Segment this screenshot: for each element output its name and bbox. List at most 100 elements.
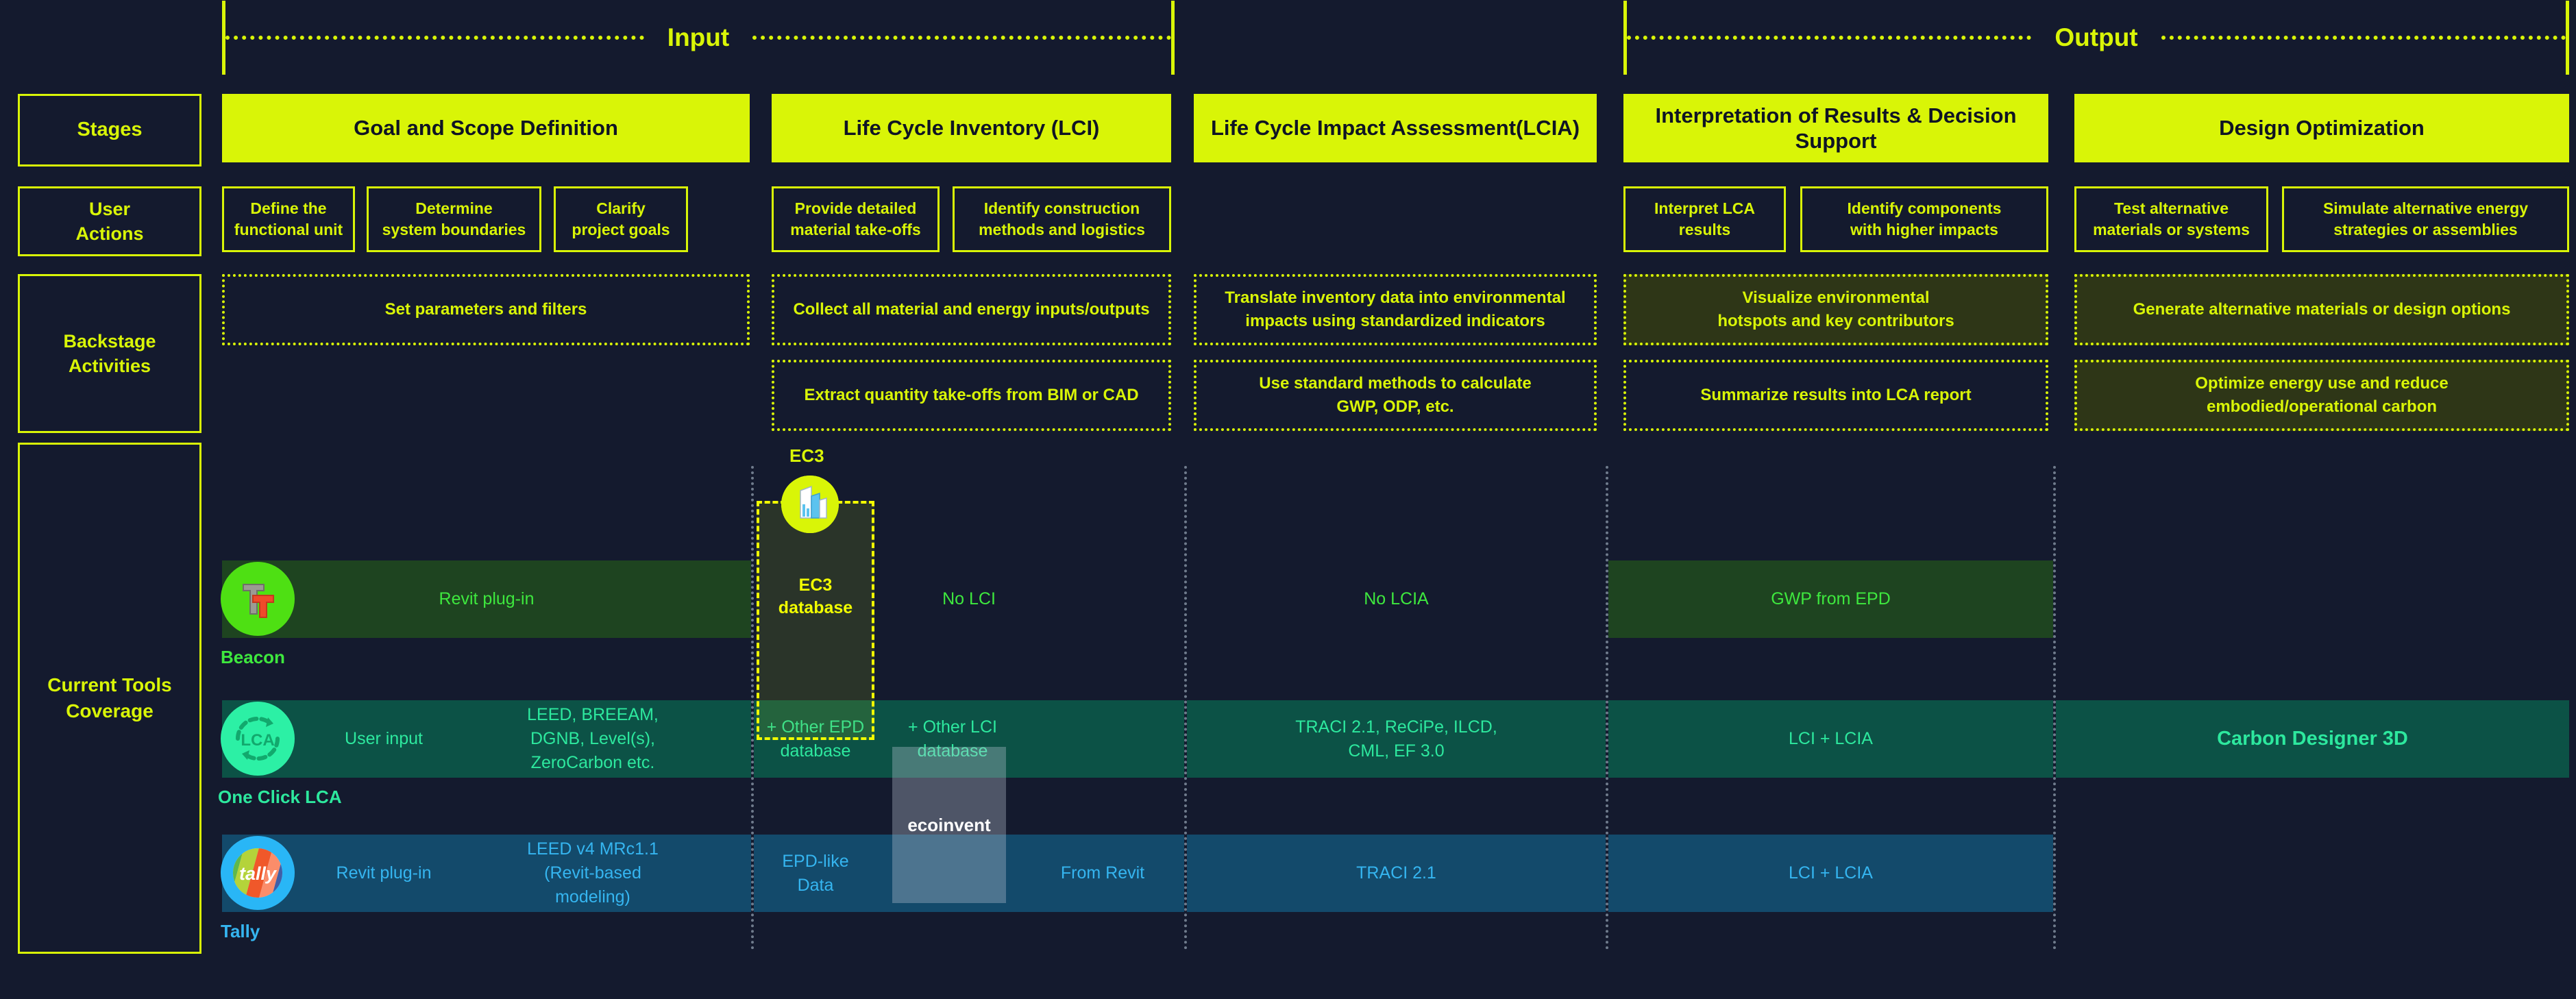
- oneclick-lca-logo[interactable]: LCA: [221, 702, 295, 776]
- row-label-stages: Stages: [18, 94, 201, 166]
- beacon-cell-goal-text: Revit plug-in: [439, 589, 535, 608]
- user-action-interpret-lca-results[interactable]: Interpret LCA results: [1623, 186, 1786, 252]
- backstage-optimize-energy-use[interactable]: Optimize energy use and reduce embodied/…: [2074, 360, 2569, 431]
- ec3-database-line1: EC3: [798, 576, 833, 595]
- backstage-collect-material-energy-inputs[interactable]: Collect all material and energy inputs/o…: [772, 274, 1171, 345]
- beacon-band-lci: No LCI: [754, 560, 1184, 638]
- tally-swatch-icon: tally: [229, 844, 286, 902]
- input-label: Input: [667, 23, 730, 51]
- user-action-line2: material take-offs: [790, 221, 921, 238]
- tally-tool-name: Tally: [221, 921, 260, 942]
- backstage-translate-inventory-data[interactable]: Translate inventory data into environmen…: [1194, 274, 1597, 345]
- oneclick-cell-user-input[interactable]: User input: [295, 700, 473, 778]
- backstage-line2: hotspots and key contributors: [1717, 312, 1954, 330]
- user-action-line1: Identify construction: [983, 199, 1140, 218]
- output-label: Output: [2054, 23, 2138, 51]
- tally-tool-name-text: Tally: [221, 921, 260, 941]
- beacon-tool-name-text: Beacon: [221, 647, 285, 667]
- user-action-provide-material-takeoffs[interactable]: Provide detailed material take-offs: [772, 186, 940, 252]
- user-action-line2: strategies or assemblies: [2333, 221, 2518, 238]
- backstage-generate-alternative-materials[interactable]: Generate alternative materials or design…: [2074, 274, 2569, 345]
- tally-cell-leed-certification[interactable]: LEED v4 MRc1.1 (Revit-based modeling): [480, 835, 706, 912]
- tally-epd-line1: EPD-like: [782, 851, 849, 871]
- tally-cell-from-revit[interactable]: From Revit: [1021, 835, 1184, 912]
- backstage-line1: Set parameters and filters: [384, 300, 587, 319]
- oneclick-band-interpretation[interactable]: LCI + LCIA: [1608, 700, 2053, 778]
- tally-cell-epd-like-data[interactable]: EPD-like Data: [754, 835, 877, 912]
- column-separator-lci: [751, 466, 754, 950]
- backstage-set-parameters-and-filters[interactable]: Set parameters and filters: [222, 274, 750, 345]
- user-action-line2: system boundaries: [382, 221, 526, 238]
- beacon-hammer-icon: [243, 584, 274, 618]
- beacon-cell-interpretation-text: GWP from EPD: [1771, 589, 1891, 608]
- rail-dots-left: [225, 36, 644, 40]
- ecoinvent-label: ecoinvent: [907, 814, 991, 835]
- user-action-identify-construction-methods[interactable]: Identify construction methods and logist…: [953, 186, 1171, 252]
- oneclick-lcia-line1: TRACI 2.1, ReCiPe, ILCD,: [1295, 717, 1497, 737]
- stage-header-label: Design Optimization: [2219, 116, 2425, 140]
- stage-header-label: Life Cycle Impact Assessment(LCIA): [1210, 116, 1580, 140]
- beacon-tt-logo[interactable]: [221, 562, 295, 636]
- ec3-badge[interactable]: [781, 476, 839, 533]
- backstage-extract-quantity-takeoffs[interactable]: Extract quantity take-offs from BIM or C…: [772, 360, 1171, 431]
- oneclick-cert-line1: LEED, BREEAM,: [527, 705, 659, 724]
- svg-text:LCA: LCA: [241, 731, 274, 750]
- user-action-line2: project goals: [572, 221, 670, 238]
- oneclick-lci-line2: database: [917, 741, 988, 761]
- user-action-determine-system-boundaries[interactable]: Determine system boundaries: [367, 186, 541, 252]
- input-rail: Input: [222, 0, 1175, 75]
- tally-cell-revit-plugin[interactable]: Revit plug-in: [295, 835, 473, 912]
- oneclick-cell-other-lci-database[interactable]: + Other LCI database: [884, 700, 1021, 778]
- stage-header-label: Goal and Scope Definition: [354, 116, 618, 140]
- ec3-title: EC3: [789, 445, 824, 467]
- oneclick-band-lcia[interactable]: TRACI 2.1, ReCiPe, ILCD, CML, EF 3.0: [1187, 700, 1606, 778]
- rail-cap-right: [1171, 1, 1175, 75]
- backstage-line1: Collect all material and energy inputs/o…: [793, 300, 1150, 319]
- stage-header-lcia[interactable]: Life Cycle Impact Assessment(LCIA): [1194, 94, 1597, 162]
- backstage-summarize-results-lca-report[interactable]: Summarize results into LCA report: [1623, 360, 2048, 431]
- row-label-stages-text: Stages: [77, 119, 143, 141]
- stage-header-interpretation[interactable]: Interpretation of Results & Decision Sup…: [1623, 94, 2048, 162]
- backstage-use-standard-methods-gwp-odp[interactable]: Use standard methods to calculate GWP, O…: [1194, 360, 1597, 431]
- stage-header-goal-and-scope[interactable]: Goal and Scope Definition: [222, 94, 750, 162]
- oneclick-lcia-line2: CML, EF 3.0: [1348, 741, 1445, 761]
- user-action-define-functional-unit[interactable]: Define the functional unit: [222, 186, 355, 252]
- user-action-line2: materials or systems: [2093, 221, 2250, 238]
- user-action-test-alternative-materials[interactable]: Test alternative materials or systems: [2074, 186, 2268, 252]
- rail-cap-left: [1623, 1, 1627, 75]
- tally-from-revit-text: From Revit: [1060, 863, 1145, 883]
- user-action-line2: with higher impacts: [1850, 221, 1998, 238]
- user-action-simulate-alternative-energy[interactable]: Simulate alternative energy strategies o…: [2282, 186, 2569, 252]
- backstage-visualize-environmental-hotspots[interactable]: Visualize environmental hotspots and key…: [1623, 274, 2048, 345]
- beacon-band-interpretation[interactable]: GWP from EPD: [1608, 560, 2053, 638]
- stage-header-lci[interactable]: Life Cycle Inventory (LCI): [772, 94, 1171, 162]
- ec3-column-highlight[interactable]: [757, 501, 874, 740]
- row-label-current-tools-line1: Current Tools: [47, 674, 172, 696]
- tally-epd-line2: Data: [797, 875, 834, 895]
- oneclick-user-input-text: User input: [345, 729, 423, 748]
- backstage-line1: Generate alternative materials or design…: [2133, 300, 2511, 319]
- stage-header-label: Life Cycle Inventory (LCI): [843, 116, 1100, 140]
- backstage-line1: Summarize results into LCA report: [1700, 386, 1972, 405]
- row-label-current-tools-line2: Coverage: [66, 700, 154, 722]
- oneclick-band-design-optimization[interactable]: Carbon Designer 3D: [2056, 700, 2569, 778]
- row-label-backstage: Backstage Activities: [18, 274, 201, 433]
- beacon-band-goal-scope[interactable]: Revit plug-in: [222, 560, 751, 638]
- rail-cap-right: [2566, 1, 2570, 75]
- oneclick-tool-name-text: One Click LCA: [218, 787, 342, 807]
- backstage-line1: Use standard methods to calculate: [1259, 374, 1532, 393]
- user-action-line1: Test alternative: [2113, 199, 2229, 218]
- user-action-clarify-project-goals[interactable]: Clarify project goals: [554, 186, 688, 252]
- ecoinvent-database-box[interactable]: ecoinvent: [892, 747, 1006, 903]
- rail-dots-left: [1627, 36, 2032, 40]
- oneclick-cell-certifications[interactable]: LEED, BREEAM, DGNB, Level(s), ZeroCarbon…: [480, 700, 706, 778]
- tally-interpretation-text: LCI + LCIA: [1789, 863, 1873, 883]
- row-label-backstage-line2: Activities: [68, 356, 151, 376]
- stage-header-design-optimization[interactable]: Design Optimization: [2074, 94, 2569, 162]
- row-label-user-actions-line1: User: [88, 198, 131, 219]
- tally-band-lcia[interactable]: TRACI 2.1: [1187, 835, 1606, 912]
- tally-logo[interactable]: tally: [221, 836, 295, 910]
- ec3-database-line2: database: [778, 597, 853, 617]
- user-action-identify-components-higher-impacts[interactable]: Identify components with higher impacts: [1800, 186, 2048, 252]
- tally-band-interpretation[interactable]: LCI + LCIA: [1608, 835, 2053, 912]
